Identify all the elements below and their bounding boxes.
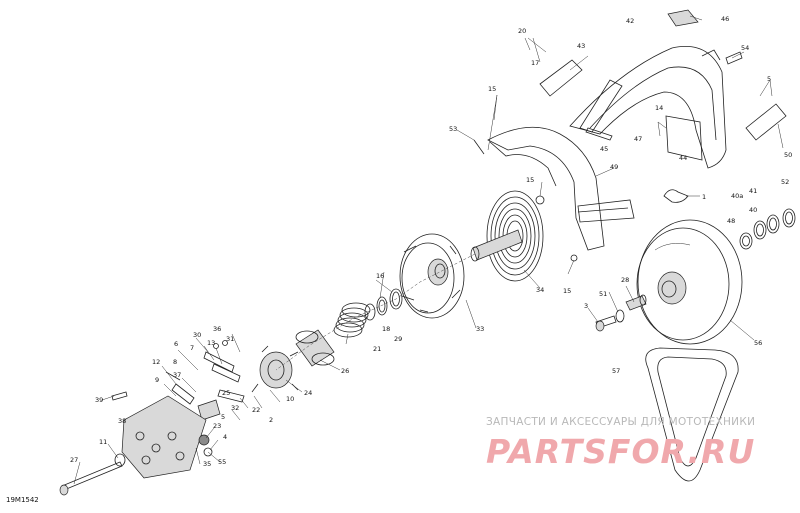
assembly-axis bbox=[275, 253, 476, 371]
callout-15a: 15 bbox=[488, 85, 496, 93]
callout-5: 5 bbox=[767, 75, 771, 83]
weight-levers bbox=[165, 340, 245, 405]
spacer-rings bbox=[739, 208, 796, 250]
callout-23: 23 bbox=[213, 422, 221, 430]
callout-27: 27 bbox=[70, 456, 78, 464]
callout-55: 55 bbox=[218, 458, 226, 466]
callout-56: 56 bbox=[754, 339, 762, 347]
callout-34: 34 bbox=[536, 286, 544, 294]
callout-33: 33 bbox=[476, 325, 484, 333]
long-bolt bbox=[59, 391, 128, 496]
callout-43: 43 bbox=[577, 42, 585, 50]
fixed-sheave bbox=[470, 190, 544, 282]
callout-18: 18 bbox=[382, 325, 390, 333]
callout-51: 51 bbox=[599, 290, 607, 298]
callout-52: 52 bbox=[781, 178, 789, 186]
sheave-rings bbox=[364, 288, 403, 321]
callout-3: 3 bbox=[584, 302, 588, 310]
callout-46: 46 bbox=[721, 15, 729, 23]
callout-16: 16 bbox=[376, 272, 384, 280]
watermark-text: ЗАПЧАСТИ И АКСЕССУАРЫ ДЛЯ МОТОТЕХНИКИ bbox=[486, 416, 756, 428]
callout-48: 48 bbox=[727, 217, 735, 225]
callout-41: 41 bbox=[749, 187, 757, 195]
callout-6: 6 bbox=[174, 340, 178, 348]
callout-44: 44 bbox=[679, 154, 687, 162]
callout-10: 10 bbox=[286, 395, 294, 403]
callout-53: 53 bbox=[449, 125, 457, 133]
callout-54: 54 bbox=[741, 44, 749, 52]
callout-38: 38 bbox=[118, 417, 126, 425]
leader-lines bbox=[73, 15, 784, 485]
belt-guard bbox=[569, 46, 727, 169]
callout-40: 40 bbox=[749, 206, 757, 214]
callout-35: 35 bbox=[203, 460, 211, 468]
callout-25: 25 bbox=[222, 389, 230, 397]
callout-47: 47 bbox=[634, 135, 642, 143]
callout-39: 39 bbox=[95, 396, 103, 404]
diagram-id: 19M1542 bbox=[6, 496, 39, 504]
callout-11: 11 bbox=[99, 438, 107, 446]
callout-50: 50 bbox=[784, 151, 792, 159]
callout-22: 22 bbox=[252, 406, 260, 414]
callout-36: 36 bbox=[213, 325, 221, 333]
callout-31: 31 bbox=[226, 335, 234, 343]
callout-42: 42 bbox=[626, 17, 634, 25]
callout-28: 28 bbox=[621, 276, 629, 284]
callout-57: 57 bbox=[612, 367, 620, 375]
callout-17: 17 bbox=[531, 59, 539, 67]
driven-pulley bbox=[636, 219, 743, 345]
callout-8: 8 bbox=[173, 358, 177, 366]
callout-9: 9 bbox=[155, 376, 159, 384]
clutch-housing bbox=[487, 126, 635, 262]
callout-40a: 40a bbox=[731, 192, 743, 200]
callout-30: 30 bbox=[193, 331, 201, 339]
callout-5b: 5 bbox=[221, 413, 225, 421]
clip bbox=[663, 189, 689, 203]
callout-1: 1 bbox=[702, 193, 706, 201]
callout-15c: 15 bbox=[563, 287, 571, 295]
callout-26: 26 bbox=[341, 367, 349, 375]
cover-assembly bbox=[121, 395, 221, 479]
clutch-spring bbox=[333, 302, 371, 338]
callout-12: 12 bbox=[152, 358, 160, 366]
callout-14: 14 bbox=[655, 104, 663, 112]
callout-13: 13 bbox=[207, 339, 215, 347]
callout-2: 2 bbox=[269, 416, 273, 424]
brackets bbox=[473, 9, 787, 161]
watermark-logo: PARTSFOR.RU bbox=[486, 432, 756, 471]
callout-7: 7 bbox=[190, 344, 194, 352]
callout-20: 20 bbox=[518, 27, 526, 35]
callout-29: 29 bbox=[394, 335, 402, 343]
drive-belt bbox=[645, 347, 739, 482]
movable-sheave bbox=[399, 233, 465, 319]
callout-4: 4 bbox=[223, 433, 227, 441]
callout-labels: 1 2 3 4 5 5 6 7 8 9 10 11 12 13 14 15 15… bbox=[70, 15, 792, 468]
callout-37: 37 bbox=[173, 371, 181, 379]
spider-assembly bbox=[251, 345, 299, 393]
callout-49: 49 bbox=[610, 163, 618, 171]
pulley-bolt-set bbox=[595, 294, 647, 332]
callout-45: 45 bbox=[600, 145, 608, 153]
callout-24: 24 bbox=[304, 389, 312, 397]
callout-32: 32 bbox=[231, 404, 239, 412]
sleeve bbox=[295, 329, 335, 367]
callout-21: 21 bbox=[373, 345, 381, 353]
callout-15b: 15 bbox=[526, 176, 534, 184]
